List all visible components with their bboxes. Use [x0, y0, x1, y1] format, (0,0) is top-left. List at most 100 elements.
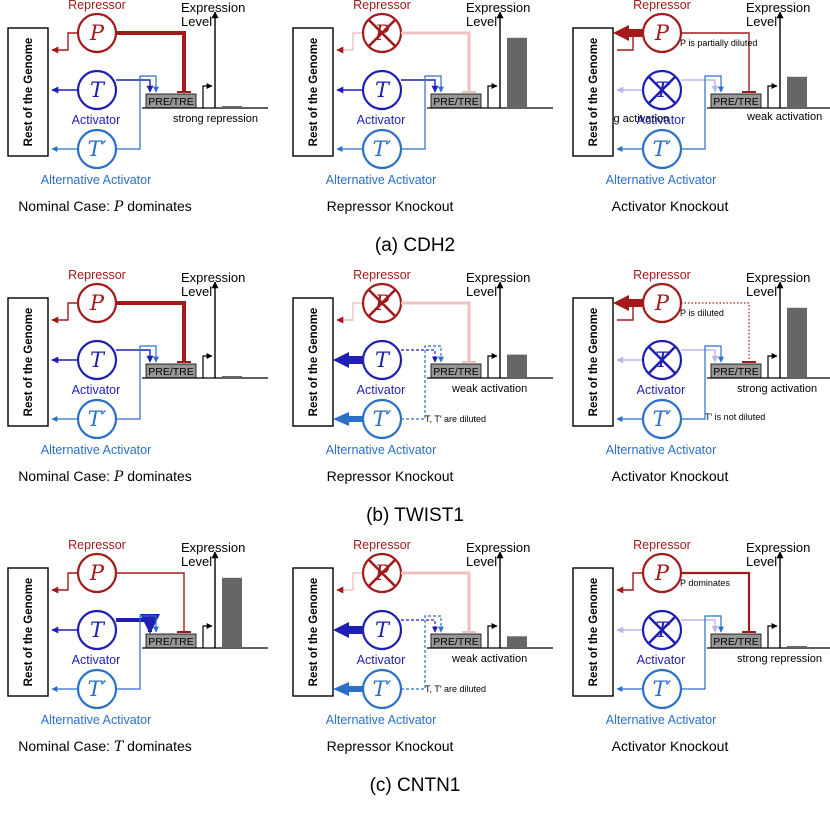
repressor-to-pre-line	[116, 301, 186, 362]
panel-r0-c1: Rest of the GenomeRepressorActivatorAlte…	[292, 0, 669, 214]
row-caption-2: (c) CNTN1	[370, 775, 461, 796]
alt-activator-circle-symbol: T′	[88, 137, 107, 161]
genome-label: Rest of the Genome	[23, 578, 35, 687]
activator-circle-symbol: T	[375, 348, 391, 372]
activator-label: Activator	[637, 113, 686, 127]
repressor-output-arrow	[336, 32, 363, 54]
activator-circle-symbol: T	[375, 78, 391, 102]
genome-box	[572, 297, 614, 427]
case-caption-text: Repressor Knockout	[327, 198, 454, 214]
genome-label: Rest of the Genome	[308, 38, 320, 147]
promoter-arrow	[487, 353, 498, 378]
activator-label: Activator	[357, 653, 406, 667]
activator-circle-cross	[648, 346, 676, 374]
panel-r1-c0: Rest of the GenomeRepressorActivatorAlte…	[7, 268, 268, 485]
pre-tre-label: PRE/TRE	[148, 96, 194, 108]
alt-activator-to-pre-arrow	[681, 345, 724, 420]
case-caption: Nominal Case: T dominates	[18, 738, 192, 755]
genome-box	[7, 297, 49, 427]
note-1: P is diluted	[680, 308, 724, 318]
activator-circle-symbol: T	[90, 348, 106, 372]
case-caption-text: Activator Knockout	[612, 468, 729, 484]
promoter-arrow	[487, 623, 498, 648]
case-caption: Repressor Knockout	[327, 738, 454, 754]
repressor-to-pre-line	[401, 571, 471, 632]
alt-activator-circle-symbol: T′	[88, 677, 107, 701]
repressor-circle-symbol: P	[89, 291, 105, 315]
repressor-label: Repressor	[633, 538, 691, 552]
case-caption-text: Repressor Knockout	[327, 468, 454, 484]
alt-activator-to-pre-arrow	[401, 615, 444, 690]
alt-activator-to-pre-arrow	[401, 75, 444, 150]
repressor-label: Repressor	[353, 268, 411, 282]
expression-bar	[222, 106, 242, 108]
repressor-to-pre-line	[116, 31, 186, 92]
activator-output-head	[333, 622, 349, 638]
alt-activator-label: Alternative Activator	[326, 443, 436, 457]
expression-label-1: Expression	[746, 0, 810, 15]
expression-label-1: Expression	[466, 540, 530, 555]
expression-label-1: Expression	[181, 540, 245, 555]
expression-bar	[222, 577, 242, 648]
expression-label-1: Expression	[746, 270, 810, 285]
alt-activator-label: Alternative Activator	[326, 713, 436, 727]
pre-tre-label: PRE/TRE	[433, 96, 479, 108]
case-caption: Activator Knockout	[612, 198, 729, 214]
expression-label-1: Expression	[466, 270, 530, 285]
expression-label-1: Expression	[466, 0, 530, 15]
repressor-circle-symbol: P	[89, 561, 105, 585]
case-caption-symbol: P	[113, 469, 124, 485]
expression-bar	[507, 636, 527, 648]
promoter-arrow	[767, 83, 778, 108]
promoter-arrow	[767, 623, 778, 648]
outcome-label: strong repression	[737, 653, 822, 665]
case-caption: Repressor Knockout	[327, 468, 454, 484]
activator-circle	[361, 339, 403, 381]
expression-label-1: Expression	[181, 270, 245, 285]
repressor-to-pre-line	[401, 31, 471, 92]
row-caption-0: (a) CDH2	[375, 235, 455, 256]
panel-r2-c1: Rest of the GenomeRepressorActivatorAlte…	[292, 538, 553, 754]
repressor-label: Repressor	[353, 538, 411, 552]
case-caption-text: Repressor Knockout	[327, 738, 454, 754]
alt-activator-label: Alternative Activator	[606, 443, 716, 457]
row-caption-1: (b) TWIST1	[366, 505, 464, 526]
activator-to-pre-arrow	[401, 349, 438, 363]
note-2: T′ is not diluted	[705, 412, 765, 422]
genome-label: Rest of the Genome	[588, 578, 600, 687]
repressor-output-arrow	[336, 572, 363, 594]
repressor-to-pre-line	[681, 32, 750, 92]
repressor-to-pre-line	[116, 572, 185, 632]
repressor-label: Repressor	[68, 0, 126, 12]
panel-r2-c0: Rest of the GenomeRepressorActivatorAlte…	[7, 538, 268, 755]
promoter-arrow	[202, 353, 213, 378]
activator-label: Activator	[637, 653, 686, 667]
activator-to-pre-arrow	[681, 79, 719, 93]
activator-circle-cross	[648, 76, 676, 104]
expression-label-2: Level	[746, 14, 777, 29]
activator-label: Activator	[72, 383, 121, 397]
expression-label-2: Level	[746, 554, 777, 569]
repressor-output-head	[613, 295, 629, 311]
repressor-label: Repressor	[633, 0, 691, 12]
activator-to-pre-arrow	[116, 79, 154, 93]
promoter-arrow	[487, 83, 498, 108]
expression-label-2: Level	[746, 284, 777, 299]
genome-box	[7, 27, 49, 157]
activator-to-pre-arrow	[681, 349, 719, 363]
promoter-arrow	[767, 353, 778, 378]
activator-to-pre-arrow	[681, 619, 719, 633]
expression-label-2: Level	[466, 554, 497, 569]
genome-box	[572, 27, 614, 157]
outcome-label: strong repression	[173, 113, 258, 125]
repressor-circle-symbol: P	[654, 21, 670, 45]
promoter-arrow	[202, 83, 213, 108]
genome-box	[572, 567, 614, 697]
alt-activator-circle-symbol: T′	[88, 407, 107, 431]
case-caption-text: Activator Knockout	[612, 738, 729, 754]
repressor-output-arrow	[616, 572, 643, 594]
note-1: P dominates	[680, 578, 730, 588]
alt-activator-output-head	[333, 412, 349, 426]
activator-label: Activator	[357, 383, 406, 397]
